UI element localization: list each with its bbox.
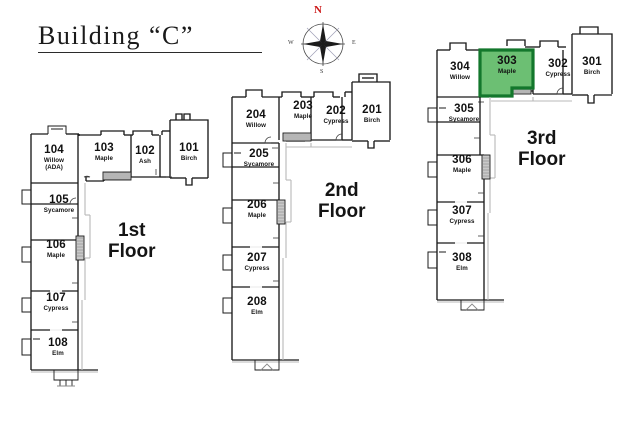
room-tree-name: Birch (363, 117, 381, 124)
room-tree-name: Maple (452, 167, 472, 174)
floor-label-3rd: 3rd Floor (518, 128, 566, 171)
room-label-101[interactable]: 101 Birch (164, 142, 214, 162)
floor-2-plan (222, 73, 391, 371)
floor-label-1st-line2: Floor (108, 241, 156, 263)
room-number: 101 (179, 142, 199, 154)
room-tree-name: Cypress (323, 118, 349, 125)
room-number: 302 (548, 58, 568, 70)
floor-label-2nd-line2: Floor (318, 201, 366, 223)
room-number: 106 (46, 239, 66, 251)
room-number: 304 (450, 61, 470, 73)
room-tree-name: Maple (46, 252, 66, 259)
room-label-107[interactable]: 107 Cypress (26, 292, 86, 312)
room-tree-name: Birch (583, 69, 601, 76)
floor-label-2nd-line1: 2nd (324, 180, 359, 201)
room-label-307[interactable]: 307 Cypress (433, 205, 491, 225)
compass-west-label: W (288, 40, 294, 46)
room-label-207[interactable]: 207 Cypress (228, 252, 286, 272)
room-label-104[interactable]: 104 Willow (ADA) (26, 144, 82, 171)
room-label-306[interactable]: 306 Maple (433, 154, 491, 174)
room-number: 205 (249, 148, 269, 160)
room-tree-name: Ash (139, 158, 151, 165)
room-number: 107 (46, 292, 66, 304)
room-label-208[interactable]: 208 Elm (228, 296, 286, 316)
room-number: 201 (362, 104, 382, 116)
floor-3-plan (427, 26, 613, 311)
room-number: 308 (452, 252, 472, 264)
room-tree-name: Willow (449, 74, 471, 81)
compass-north-label: N (314, 4, 322, 16)
room-tree-name: Elm (251, 309, 263, 316)
floor-label-1st-line1: 1st (118, 220, 146, 241)
room-label-102[interactable]: 102 Ash (120, 145, 170, 165)
page-title: Building “C” (38, 21, 268, 54)
room-number: 303 (497, 55, 517, 67)
room-label-204[interactable]: 204 Willow (229, 109, 283, 129)
room-number: 207 (247, 252, 267, 264)
room-tree-name: Sycamore (243, 161, 275, 168)
room-tree-name: Elm (52, 350, 64, 357)
room-tree-name: Maple (94, 155, 114, 162)
title-divider (38, 52, 262, 54)
room-number: 208 (247, 296, 267, 308)
room-number: 305 (454, 103, 474, 115)
room-number: 108 (48, 337, 68, 349)
room-tree-name: Maple (497, 68, 517, 75)
room-number: 306 (452, 154, 472, 166)
room-tree-name: Maple (293, 113, 313, 120)
room-number: 307 (452, 205, 472, 217)
page-title-text: Building “C” (38, 21, 194, 50)
room-tree-name: Sycamore (448, 116, 480, 123)
floor-label-3rd-line1: 3rd (526, 128, 557, 149)
room-number: 301 (582, 56, 602, 68)
room-number: 203 (293, 100, 313, 112)
room-number: 103 (94, 142, 114, 154)
room-number: 206 (247, 199, 267, 211)
room-label-103[interactable]: 103 Maple (78, 142, 130, 162)
room-ada-note: (ADA) (45, 163, 63, 171)
room-label-106[interactable]: 106 Maple (26, 239, 86, 259)
room-number: 104 (44, 144, 64, 156)
room-tree-name: Cypress (244, 265, 270, 272)
floor-label-2nd: 2nd Floor (318, 180, 366, 223)
room-label-203[interactable]: 203 Maple (278, 100, 328, 120)
compass-east-label: E (352, 40, 356, 46)
room-tree-name: Birch (180, 155, 198, 162)
room-label-202[interactable]: 202 Cypress (311, 105, 361, 125)
room-number: 105 (49, 194, 69, 206)
highlighted-room-303 (478, 48, 535, 98)
floor-label-1st: 1st Floor (108, 220, 156, 263)
room-tree-name: Sycamore (43, 207, 75, 214)
room-tree-name: Willow (43, 157, 65, 164)
room-label-302[interactable]: 302 Cypress (533, 58, 583, 78)
room-label-105[interactable]: 105 Sycamore (28, 194, 90, 214)
room-number: 202 (326, 105, 346, 117)
room-tree-name: Elm (456, 265, 468, 272)
room-label-108[interactable]: 108 Elm (28, 337, 88, 357)
room-label-303[interactable]: 303 Maple (481, 55, 533, 75)
room-tree-name: Willow (245, 122, 267, 129)
floor-label-3rd-line2: Floor (518, 149, 566, 171)
room-label-308[interactable]: 308 Elm (433, 252, 491, 272)
room-label-304[interactable]: 304 Willow (434, 61, 486, 81)
compass-rose-icon (301, 22, 345, 66)
room-tree-name: Cypress (43, 305, 69, 312)
room-tree-name: Cypress (449, 218, 475, 225)
room-label-201[interactable]: 201 Birch (349, 104, 395, 124)
room-tree-name: Cypress (545, 71, 571, 78)
floor-1-plan (21, 113, 209, 387)
room-label-206[interactable]: 206 Maple (228, 199, 286, 219)
room-tree-name: Maple (247, 212, 267, 219)
room-label-301[interactable]: 301 Birch (569, 56, 615, 76)
room-number: 102 (135, 145, 155, 157)
room-label-305[interactable]: 305 Sycamore (433, 103, 495, 123)
compass-south-label: S (320, 69, 324, 75)
room-number: 204 (246, 109, 266, 121)
room-label-205[interactable]: 205 Sycamore (228, 148, 290, 168)
